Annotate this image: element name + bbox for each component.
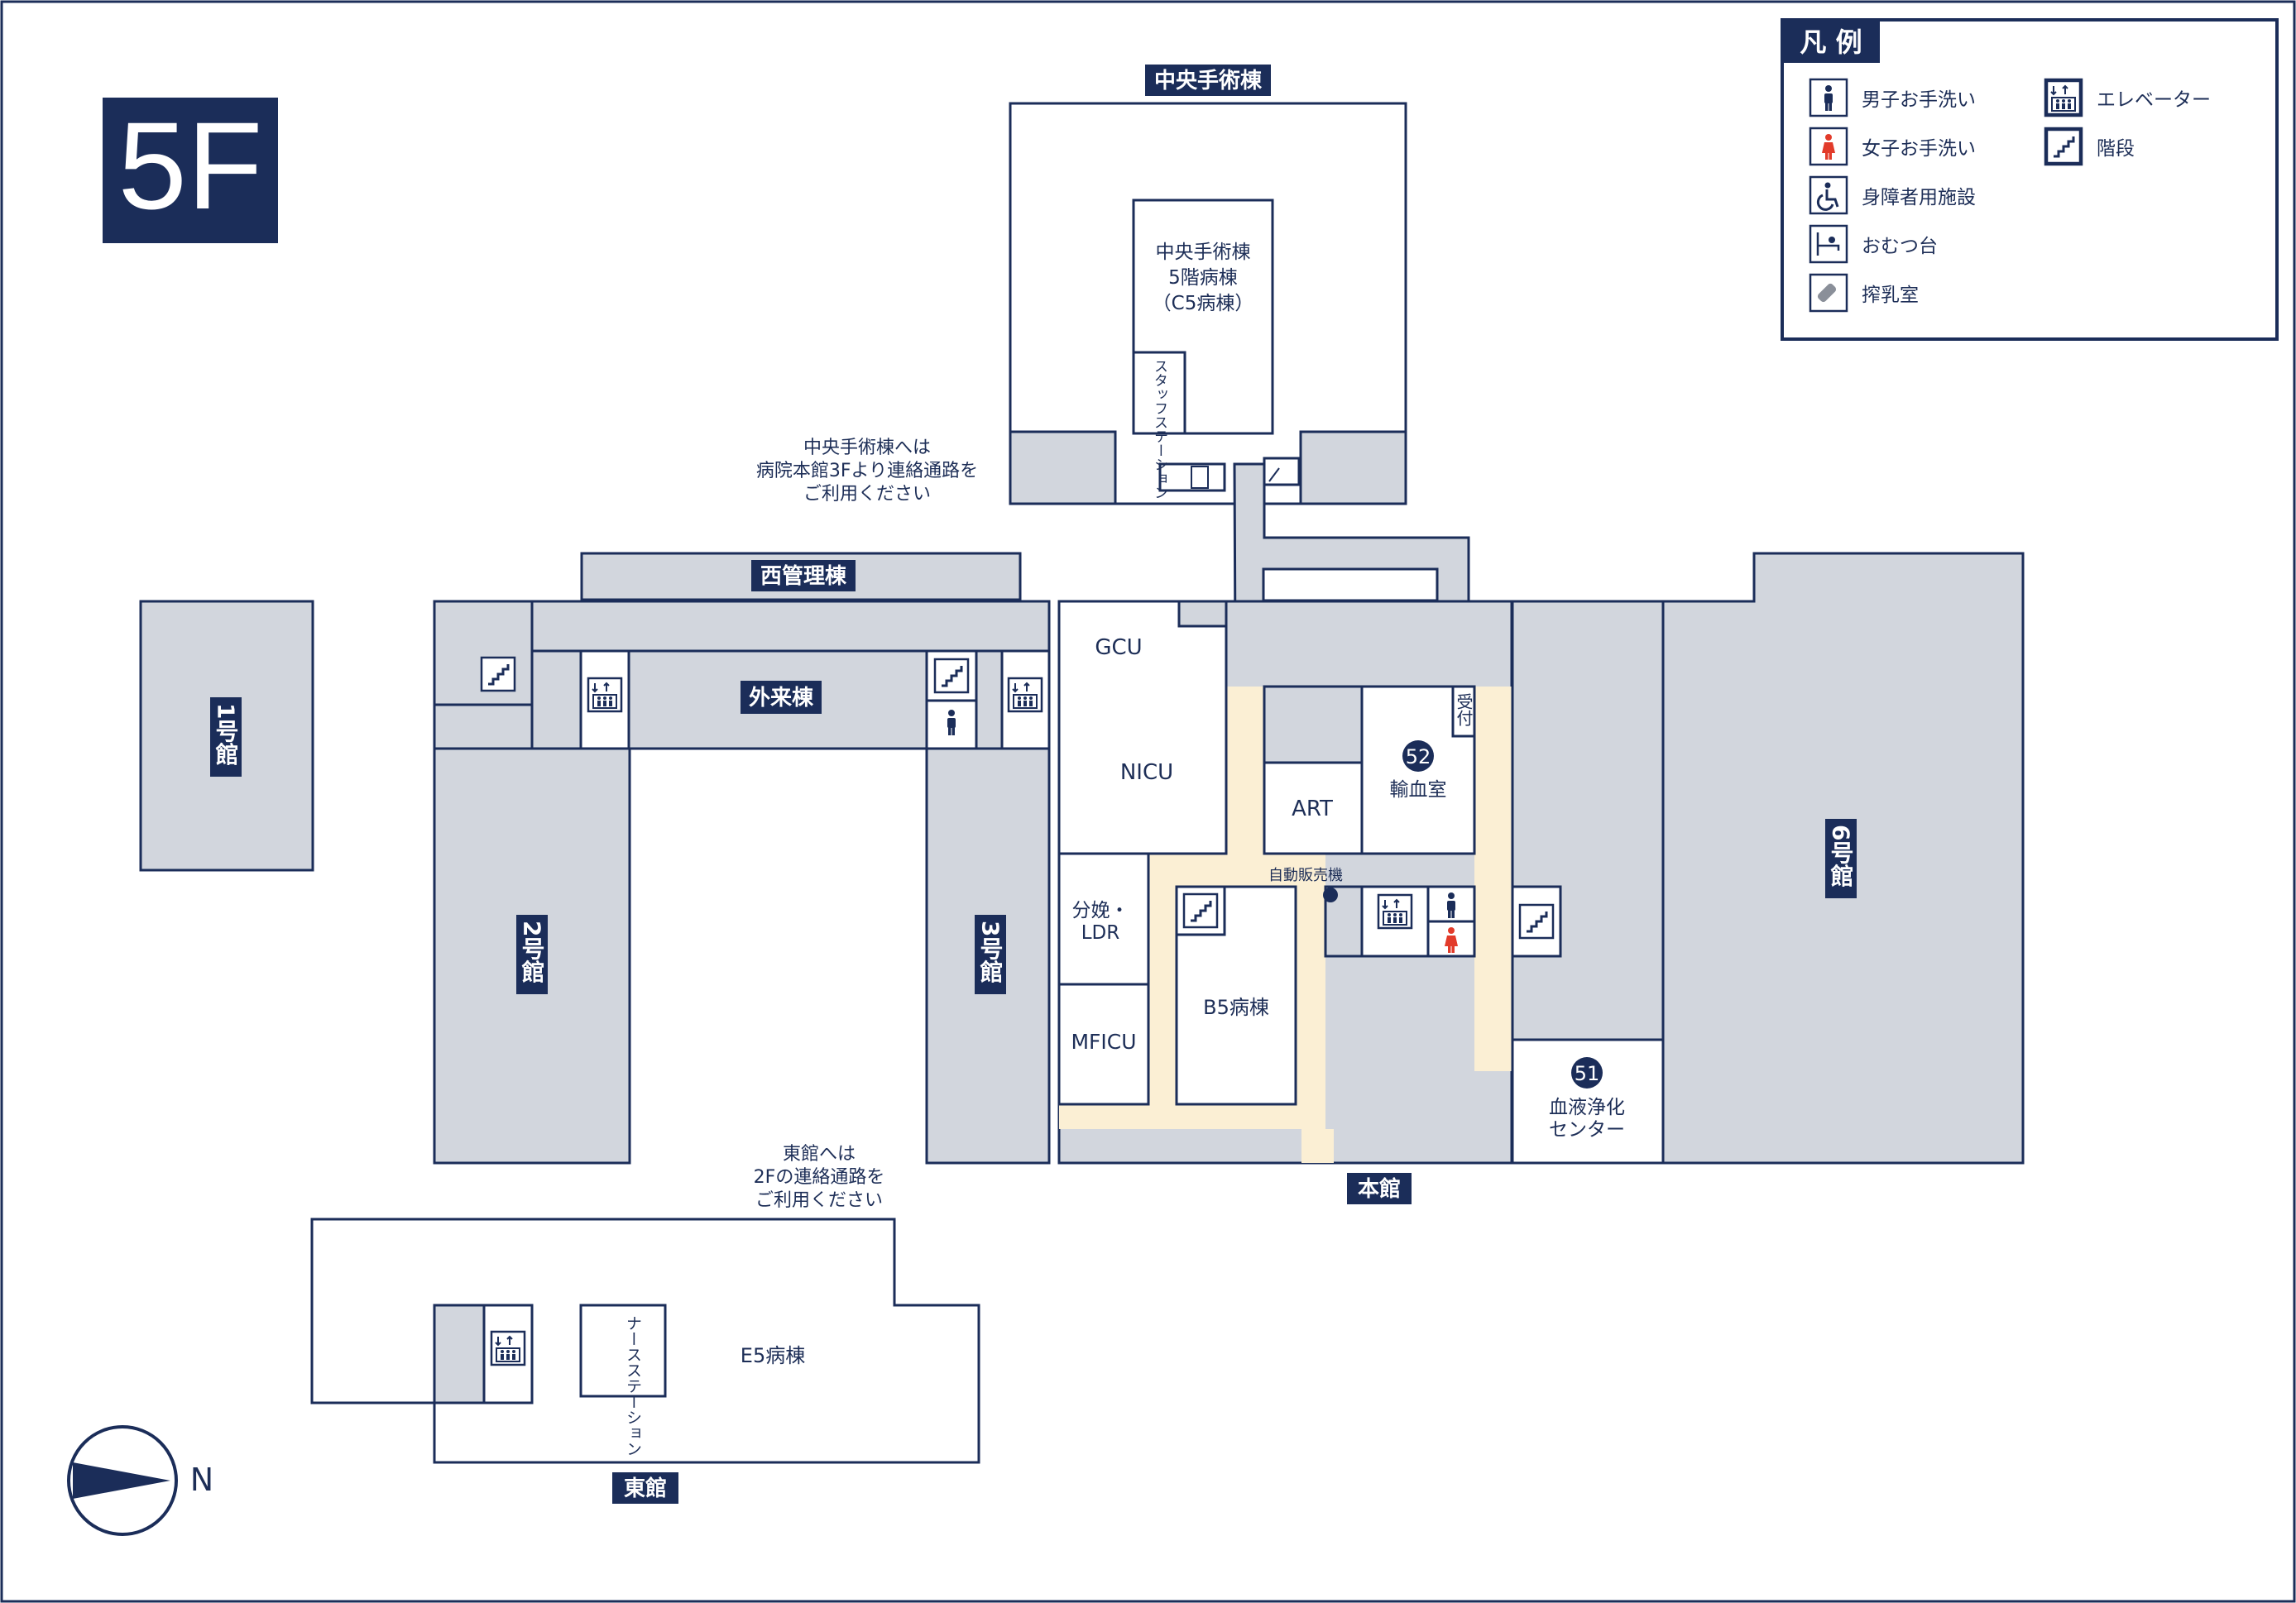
tag-main-building bbox=[1347, 1173, 1412, 1204]
e5-text: E5病棟 bbox=[741, 1344, 805, 1367]
stairs-icon bbox=[480, 656, 516, 692]
elevator-icon bbox=[1377, 893, 1413, 930]
vending-text: 自動販売機 bbox=[1268, 867, 1343, 884]
compass: N bbox=[67, 1425, 213, 1536]
staff-station-text: スタッフステーション bbox=[1151, 359, 1167, 500]
legend-label-diaper: おむつ台 bbox=[1862, 236, 1938, 257]
stairs-icon bbox=[1182, 892, 1219, 929]
stairs-icon bbox=[933, 658, 970, 694]
stairs-icon bbox=[1518, 903, 1555, 940]
main-gray-room bbox=[1263, 685, 1364, 764]
tag-building-3 bbox=[975, 915, 1006, 994]
connector-room bbox=[1262, 567, 1439, 602]
note-east-line3: ご利用ください bbox=[755, 1190, 883, 1211]
tag-central-surgery-text: 中央手術棟 bbox=[1154, 69, 1263, 93]
dialysis-text-line1: 血液浄化 bbox=[1549, 1097, 1625, 1118]
central-surgery-gray-right bbox=[1299, 430, 1407, 505]
nurse-station-text: ナースステーション bbox=[624, 1315, 642, 1457]
room-nurse-station bbox=[579, 1304, 667, 1398]
tag-west-admin bbox=[751, 560, 856, 591]
legend-title: 凡 例 bbox=[1800, 26, 1862, 58]
c5-text-line1: 中央手術棟 bbox=[1156, 242, 1251, 263]
nicu-notch bbox=[1177, 600, 1228, 628]
reception-text: 受付 bbox=[1454, 693, 1474, 726]
tag-building-3-text: 3号館 bbox=[977, 921, 1004, 983]
tag-central-surgery bbox=[1145, 65, 1271, 96]
compass-north-label: N bbox=[190, 1462, 213, 1498]
elevator-icon bbox=[1191, 466, 1209, 489]
room-number-badge bbox=[1402, 740, 1434, 772]
room-staff-station bbox=[1132, 351, 1186, 435]
dialysis-room-number: 51 bbox=[1575, 1062, 1600, 1085]
floor-label: 5F bbox=[117, 96, 262, 235]
ldr-text-line1: 分娩・ bbox=[1072, 900, 1129, 921]
note-central-line2: 病院本館3Fより連絡通路を bbox=[756, 461, 978, 481]
elevator-icon bbox=[2045, 79, 2082, 116]
gcu-text: GCU bbox=[1095, 635, 1142, 660]
tag-building-2-text: 2号館 bbox=[519, 921, 546, 983]
elevator-icon bbox=[587, 677, 623, 713]
nicu-text: NICU bbox=[1120, 760, 1173, 785]
legend-label-elevator: エレベーター bbox=[2097, 89, 2211, 111]
stairs-icon bbox=[1268, 467, 1280, 482]
central-surgery-gray-left bbox=[1009, 430, 1117, 505]
c5-text-line2: 5階病棟 bbox=[1168, 267, 1238, 289]
blood-room-text: 輸血室 bbox=[1390, 779, 1447, 801]
room-nicu bbox=[1057, 600, 1228, 855]
legend-title-bg bbox=[1782, 20, 1880, 63]
legend-label-stairs: 階段 bbox=[2097, 138, 2135, 160]
nursing-room-icon bbox=[1809, 273, 1848, 313]
tag-building-6-text: 6号館 bbox=[1828, 825, 1855, 887]
vending-machine-marker bbox=[1323, 888, 1338, 902]
legend-label-nursing: 搾乳室 bbox=[1862, 285, 1919, 306]
tag-outpatient-text: 外来棟 bbox=[749, 686, 814, 711]
main-east-wing bbox=[1511, 600, 1665, 1041]
elevator-icon bbox=[1007, 677, 1043, 713]
note-central-line1: 中央手術棟へは bbox=[803, 438, 931, 458]
tag-building-1 bbox=[210, 697, 242, 777]
room-number-badge bbox=[1571, 1057, 1603, 1089]
compass-needle-icon bbox=[73, 1462, 170, 1499]
legend: 凡 例 男子お手洗い 女子お手洗い 身障者用施設 おむつ台 搾乳室 bbox=[1781, 18, 2279, 341]
c5-text-line3: （C5病棟） bbox=[1153, 293, 1254, 314]
tag-outpatient bbox=[741, 681, 822, 714]
tag-main-building-text: 本館 bbox=[1358, 1176, 1401, 1202]
tag-building-2 bbox=[516, 915, 548, 994]
note-east-line2: 2Fの連絡通路を bbox=[754, 1167, 885, 1188]
legend-box bbox=[1781, 18, 2279, 341]
east-building-gray bbox=[433, 1304, 486, 1404]
tag-building-6 bbox=[1825, 819, 1857, 898]
legend-label-male: 男子お手洗い bbox=[1862, 89, 1976, 111]
accessible-facility-icon bbox=[1809, 175, 1848, 215]
legend-label-female: 女子お手洗い bbox=[1862, 138, 1976, 160]
ldr-text-line2: LDR bbox=[1081, 922, 1120, 944]
building-2 bbox=[433, 747, 631, 1165]
room-dialysis-center bbox=[1511, 1038, 1665, 1165]
tag-building-1-text: 1号館 bbox=[213, 703, 240, 765]
legend-label-accessible: 身障者用施設 bbox=[1862, 187, 1976, 208]
mficu-text: MFICU bbox=[1071, 1030, 1136, 1054]
note-east-line1: 東館へは bbox=[783, 1144, 856, 1165]
tag-east-building-text: 東館 bbox=[624, 1476, 667, 1501]
tag-east-building bbox=[612, 1472, 678, 1504]
elevator-icon bbox=[490, 1330, 526, 1366]
tag-west-admin-text: 西管理棟 bbox=[760, 564, 847, 589]
floor-badge bbox=[103, 98, 278, 243]
room-mficu bbox=[1057, 983, 1150, 1106]
room-art bbox=[1263, 761, 1364, 855]
reception-box bbox=[1451, 685, 1476, 738]
b5-text: B5病棟 bbox=[1203, 996, 1269, 1019]
stairs-icon bbox=[2045, 128, 2082, 165]
note-central-line3: ご利用ください bbox=[803, 484, 931, 505]
dialysis-text-line2: センター bbox=[1549, 1119, 1625, 1141]
diaper-table-icon bbox=[1809, 224, 1848, 264]
blood-room-number: 52 bbox=[1406, 745, 1431, 768]
art-text: ART bbox=[1292, 797, 1333, 821]
